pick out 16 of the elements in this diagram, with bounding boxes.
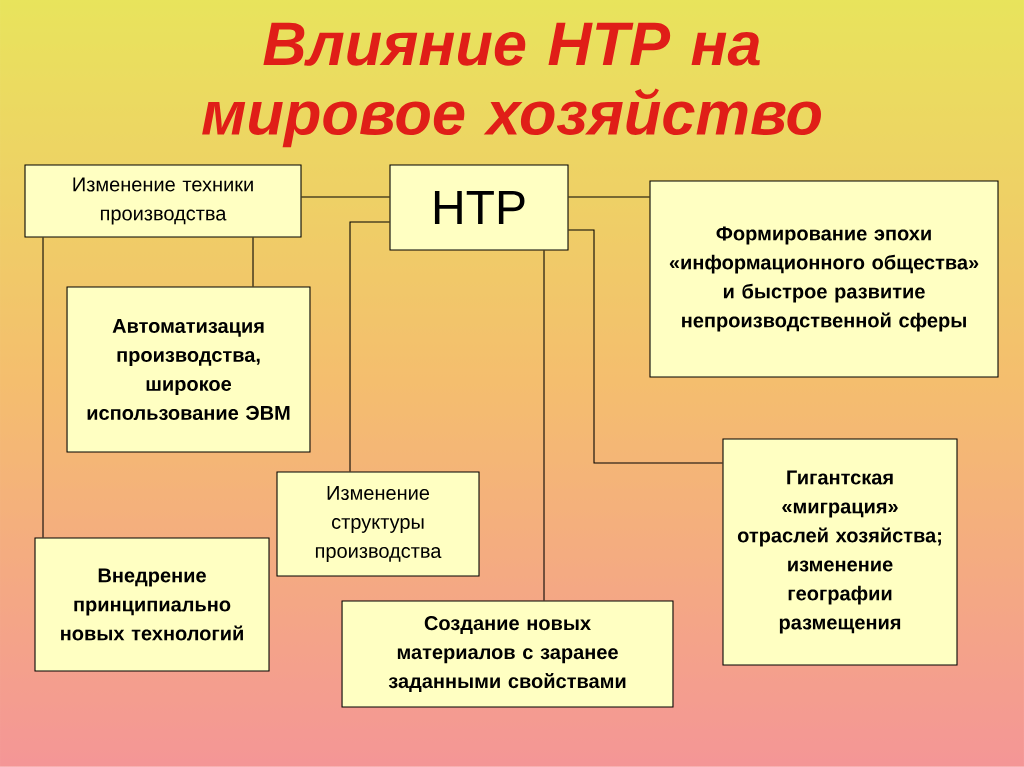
connector-line [568,196,650,198]
text-box: Изменение структуры производства [276,471,480,577]
text-box: Формирование эпохи «информационного общества» и быстрое развитие непроизводственной сферы [649,180,999,378]
connector-line [349,221,390,472]
text-box: Внедрение принципиально новых технологий [34,537,270,672]
connector-line [252,237,254,287]
connector-line [568,229,723,464]
title: Влияние НТР на мировое хозяйство [202,22,821,148]
connector-line [301,196,390,198]
text-box: Автоматизация производства, широкое использование ЭВМ [66,286,311,453]
connector-line [42,237,44,538]
text-box: НТР [389,164,569,251]
text-box: Изменение техники производства [24,164,302,238]
text-box: Создание новых материалов с заранее заданными свойствами [341,600,674,708]
connector-line [543,250,545,601]
text-box: Гигантская «миграция» отраслей хозяйства; изменение географии размещения [722,438,958,666]
